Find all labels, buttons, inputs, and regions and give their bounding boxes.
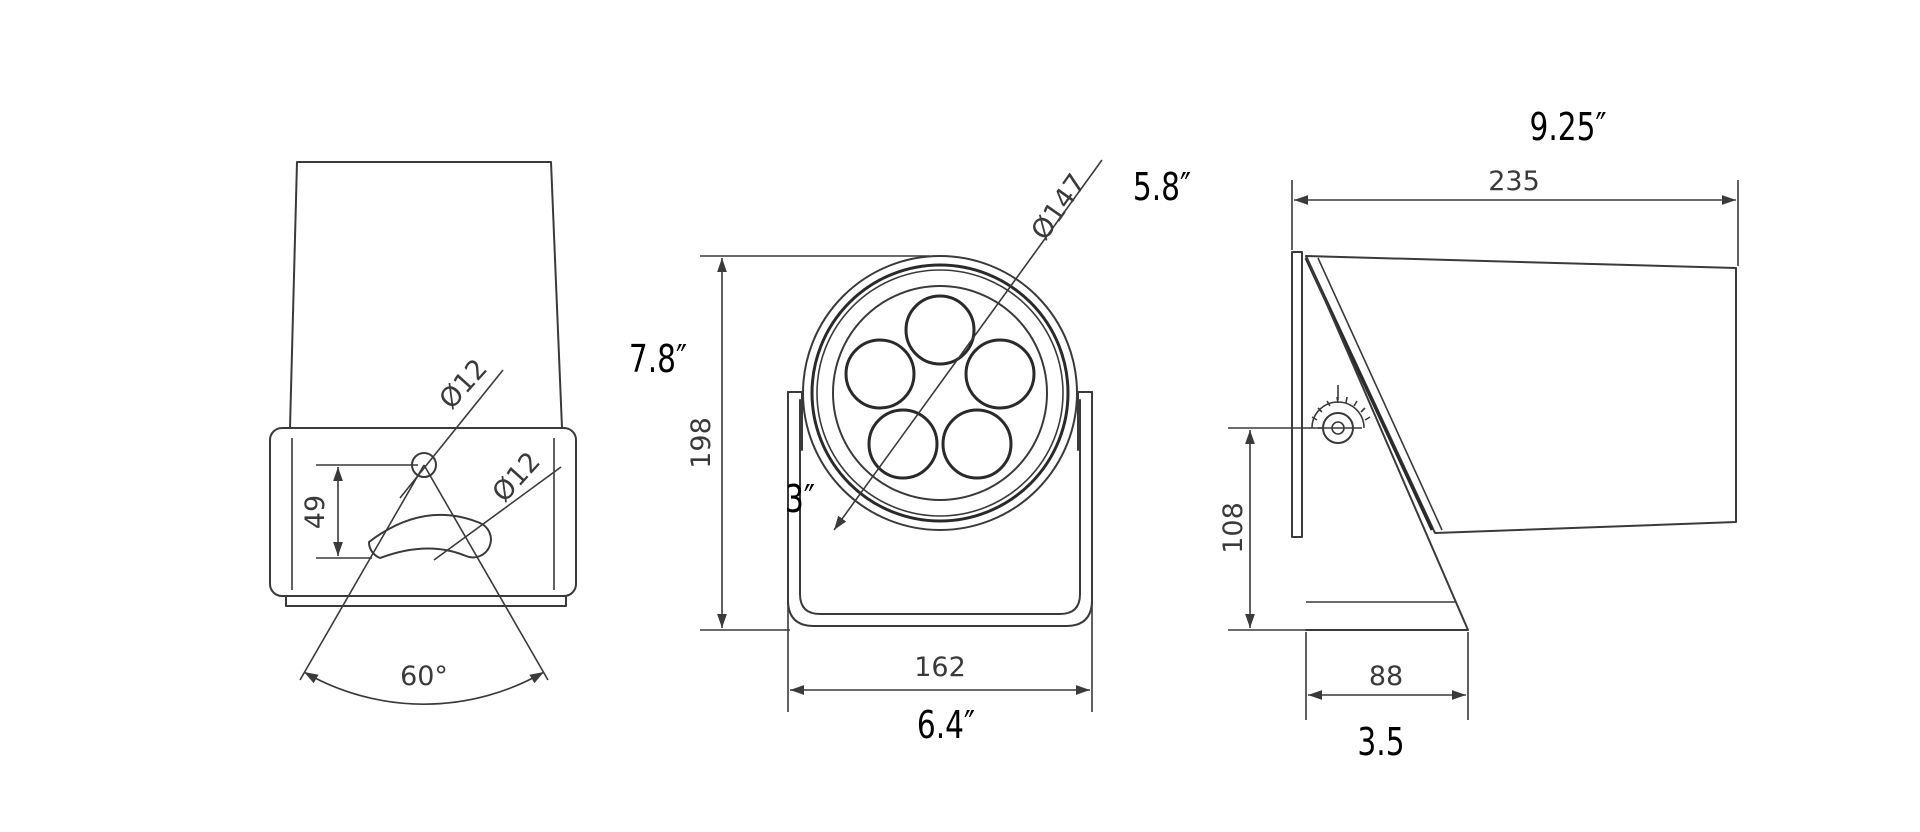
bracket-base-plate xyxy=(285,595,567,607)
front-view: Ø147 5.8″ 198 7.8″ 162 6.4″ 3″ xyxy=(629,159,1191,748)
yoke-inner xyxy=(799,399,1081,615)
bracket-housing-body xyxy=(289,161,563,429)
width-mm-label: 162 xyxy=(914,652,966,683)
width-in-label: 6.4″ xyxy=(917,703,975,748)
side-base-wedge xyxy=(1305,255,1469,631)
base-depth-in-label: 3.5 xyxy=(1357,720,1404,765)
lens-inner-in-label: 3″ xyxy=(785,477,815,522)
led-array xyxy=(844,294,1036,480)
lens-plate xyxy=(832,285,1048,501)
lens-dia-leader xyxy=(833,159,1103,531)
led-5 xyxy=(941,408,1013,480)
angle-arc xyxy=(303,671,545,705)
pivot-knob xyxy=(1311,385,1371,444)
lens-dia-mm-label: Ø147 xyxy=(1025,168,1092,245)
led-1 xyxy=(904,294,976,366)
height-in-label: 7.8″ xyxy=(629,337,687,382)
length-in-label: 9.25″ xyxy=(1529,105,1606,150)
height-mm-label: 198 xyxy=(686,417,717,469)
slot-dia-lower-label: Ø12 xyxy=(487,446,547,508)
angle-line-left xyxy=(299,464,425,681)
led-3 xyxy=(964,338,1036,410)
dia-leader-lower xyxy=(433,466,562,561)
head-outer-ring xyxy=(802,255,1078,531)
slot-dia-upper-label: Ø12 xyxy=(434,353,494,415)
side-view: 235 9.25″ 108 88 3.5 xyxy=(1218,105,1739,765)
bracket-block xyxy=(269,427,577,597)
angle-line-right xyxy=(423,464,549,681)
yoke-outer xyxy=(787,391,1093,627)
curved-slot xyxy=(367,513,492,559)
bracket-view: Ø12 Ø12 49 60° xyxy=(269,161,577,705)
mounting-plate xyxy=(1291,251,1303,538)
base-depth-mm-label: 88 xyxy=(1369,661,1403,692)
led-4 xyxy=(867,408,939,480)
length-mm-label: 235 xyxy=(1488,166,1540,197)
lens-dia-in-label: 5.8″ xyxy=(1133,165,1191,210)
led-2 xyxy=(844,338,916,410)
slot-spacing-label: 49 xyxy=(300,495,331,529)
pivot-height-mm-label: 108 xyxy=(1218,502,1249,554)
tilt-angle-label: 60° xyxy=(400,661,448,692)
head-bezel xyxy=(810,263,1070,523)
